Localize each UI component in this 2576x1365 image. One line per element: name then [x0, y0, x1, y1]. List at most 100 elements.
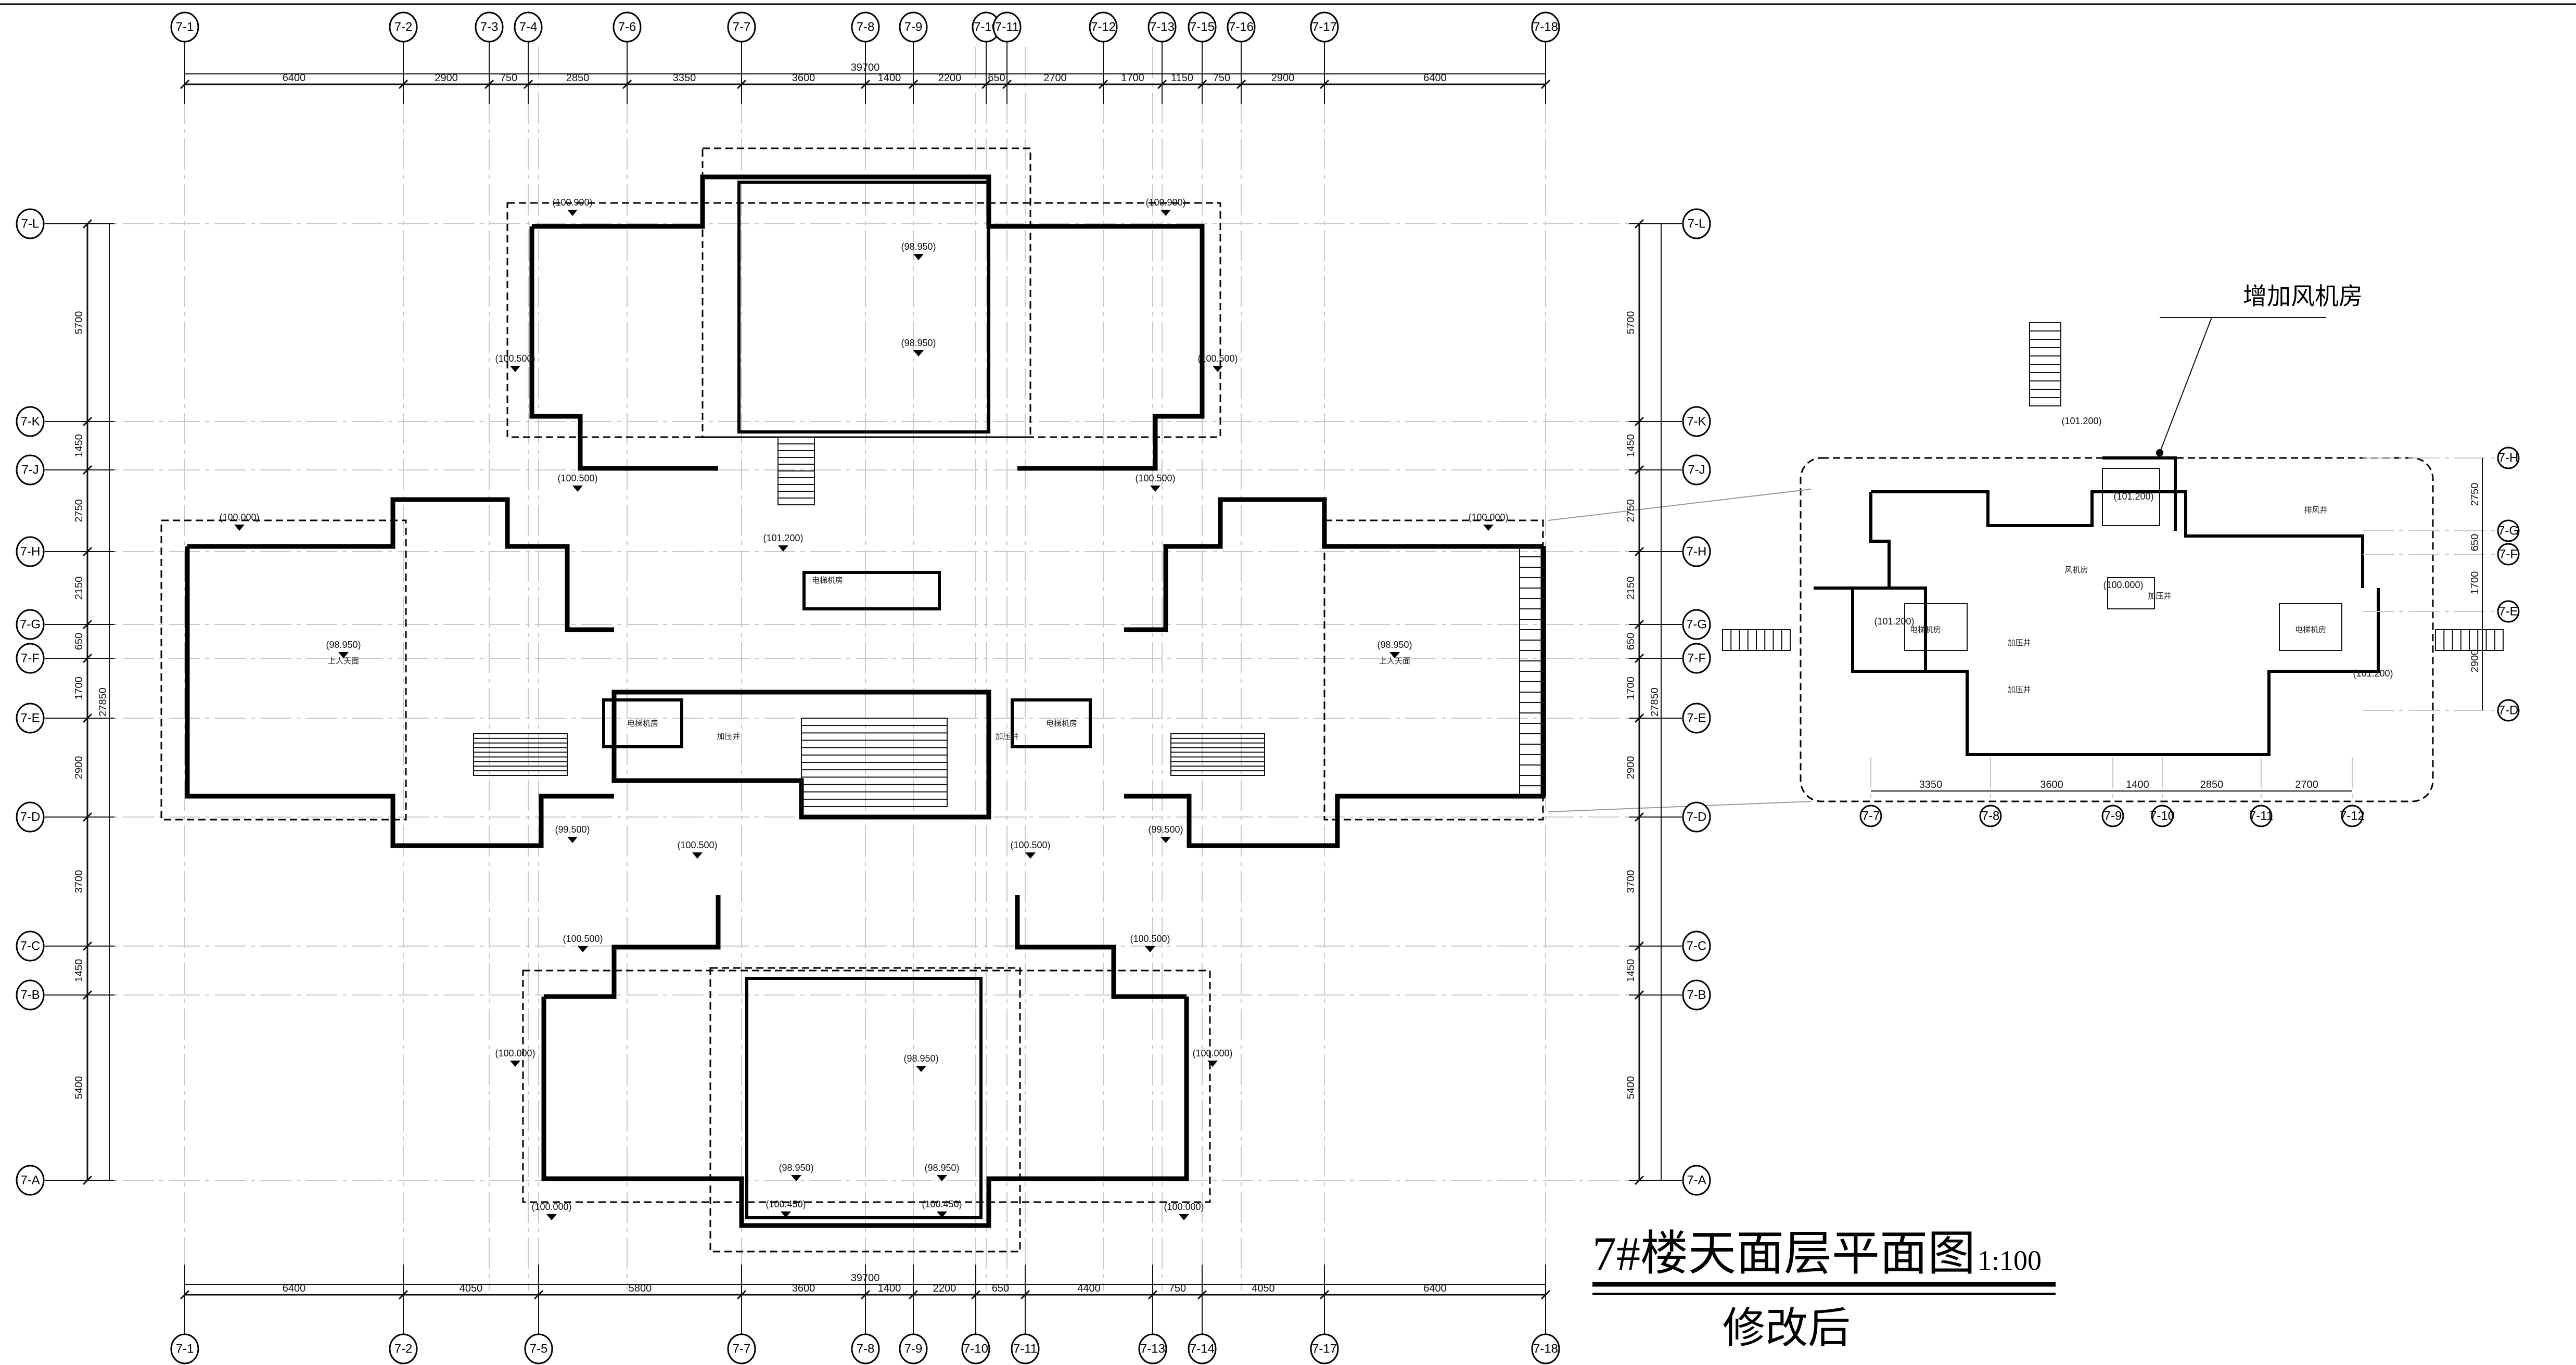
right-dimension-value: 5700	[1625, 311, 1637, 335]
level-marker-icon	[778, 545, 788, 552]
level-label: (100.000)	[219, 512, 259, 522]
bottom-dimension-value: 4050	[460, 1283, 483, 1294]
axis-label-right: 7-F	[1687, 652, 1706, 666]
axis-bubble	[389, 11, 418, 43]
axis-label-left: 7-B	[20, 988, 40, 1002]
parapet-outline	[709, 967, 1021, 1253]
axis-bubble	[16, 801, 45, 833]
wall-segment	[544, 895, 721, 999]
level-label: (99.500)	[1148, 824, 1183, 835]
axis-bubble	[613, 11, 642, 43]
room-label: 上人天面	[1379, 657, 1410, 666]
detail-level-label: (101.200)	[2061, 416, 2101, 426]
level-label: (100.450)	[766, 1199, 806, 1209]
top-dimension-value: 2700	[1043, 72, 1067, 84]
right-dimension-value: 1450	[1625, 959, 1637, 983]
right-dimension-value: 2150	[1625, 577, 1637, 600]
axis-label-top: 7-13	[1150, 20, 1175, 34]
axis-bubble	[1089, 11, 1118, 43]
detail-equipment	[2279, 603, 2342, 651]
top-dimension-value: 2900	[435, 72, 458, 84]
axis-bubble	[851, 1333, 880, 1364]
axis-bubble	[1682, 208, 1711, 239]
axis-label-right: 7-A	[1687, 1173, 1706, 1188]
left-dimension-value: 650	[73, 633, 85, 650]
level-marker-icon	[338, 652, 349, 658]
detail-dim-value: 2700	[2295, 779, 2318, 790]
axis-label-top: 7-3	[480, 20, 499, 34]
wall-segment	[529, 226, 718, 471]
room-label: 加压井	[717, 732, 740, 741]
bottom-dimension-value: 4050	[1252, 1283, 1275, 1294]
bottom-dimension-value: 2200	[933, 1283, 957, 1294]
axis-bubble	[1188, 1333, 1217, 1364]
room-label: 加压井	[995, 732, 1018, 741]
level-label: (100.500)	[1197, 353, 1238, 364]
axis-label-bottom: 7-14	[1190, 1342, 1215, 1356]
annotation-group: 增加风机房	[2156, 283, 2363, 456]
top-dimension-value: 750	[1213, 72, 1230, 84]
level-label: (100.000)	[531, 1202, 571, 1212]
axis-label-top: 7-17	[1312, 20, 1337, 34]
wall-segment	[1124, 497, 1543, 632]
detail-room-label: 电梯机房	[2295, 626, 2326, 634]
parapet-outline	[702, 147, 1031, 438]
detail-axis-label: 7-D	[2498, 704, 2519, 718]
detail-equipment	[2102, 468, 2160, 526]
axis-bubble	[851, 11, 880, 43]
detail-dim-value: 1700	[2469, 571, 2481, 595]
right-dimension-value: 3700	[1625, 870, 1637, 894]
level-marker-icon	[791, 1175, 801, 1181]
detail-axis-label: 7-E	[2498, 605, 2518, 619]
left-dimension-value: 2150	[73, 577, 85, 600]
axis-label-top: 7-15	[1190, 20, 1215, 34]
detail-axis-bubble	[2341, 805, 2364, 827]
level-marker-icon	[1207, 1061, 1218, 1067]
detail-axis-bubble	[2497, 447, 2520, 469]
level-marker-icon	[1025, 852, 1036, 859]
detail-axis-label: 7-10	[2150, 809, 2175, 823]
level-labels: (100.900)(100.900)(100.500)(100.500)(100…	[219, 197, 1509, 1220]
level-marker-icon	[578, 946, 588, 952]
detail-equipment	[1904, 603, 1968, 651]
level-label: (98.950)	[901, 338, 936, 348]
level-marker-icon	[913, 350, 924, 356]
detail-level-label: (101.200)	[2113, 491, 2153, 502]
detail-dim-value: 2850	[2200, 779, 2224, 790]
detail-dim-value: 3350	[1919, 779, 1943, 790]
parapet-outline	[522, 969, 1211, 1203]
level-marker-icon	[510, 366, 520, 372]
room-label: 电梯机房	[627, 719, 658, 728]
axis-bubble	[1682, 454, 1711, 486]
axis-label-top: 7-18	[1533, 20, 1558, 34]
axis-label-left: 7-E	[20, 711, 40, 725]
axis-label-top: 7-11	[995, 20, 1019, 34]
detail-axis-bubble	[2497, 699, 2520, 722]
axis-label-bottom: 7-17	[1312, 1342, 1337, 1356]
left-dimension-value: 1700	[73, 677, 85, 700]
axis-bubble	[170, 11, 199, 43]
callout-line	[1548, 489, 1812, 521]
axis-bubble	[1531, 11, 1560, 43]
level-label: (100.900)	[1145, 197, 1185, 208]
right-dimension-value: 650	[1625, 633, 1637, 650]
detail-room-label: 加压井	[2007, 639, 2031, 647]
detail-axis-bubble	[2101, 805, 2124, 827]
axis-bubble	[899, 1333, 928, 1364]
level-label: (100.000)	[1164, 1202, 1204, 1212]
axis-label-left: 7-K	[20, 415, 40, 429]
axis-label-right: 7-H	[1687, 545, 1707, 559]
detail-room-label: 加压井	[2148, 592, 2171, 601]
level-marker-icon	[510, 1061, 520, 1067]
building-walls	[160, 147, 2504, 1253]
axis-label-bottom: 7-9	[904, 1342, 923, 1356]
right-dimension-value: 1700	[1625, 677, 1637, 700]
axis-bubble	[16, 208, 45, 239]
detail-wall	[1851, 588, 2380, 756]
detail-dim-value: 1400	[2126, 779, 2149, 790]
roof-panel	[737, 181, 990, 433]
west-stair	[473, 733, 568, 776]
level-marker-icon	[567, 837, 578, 843]
